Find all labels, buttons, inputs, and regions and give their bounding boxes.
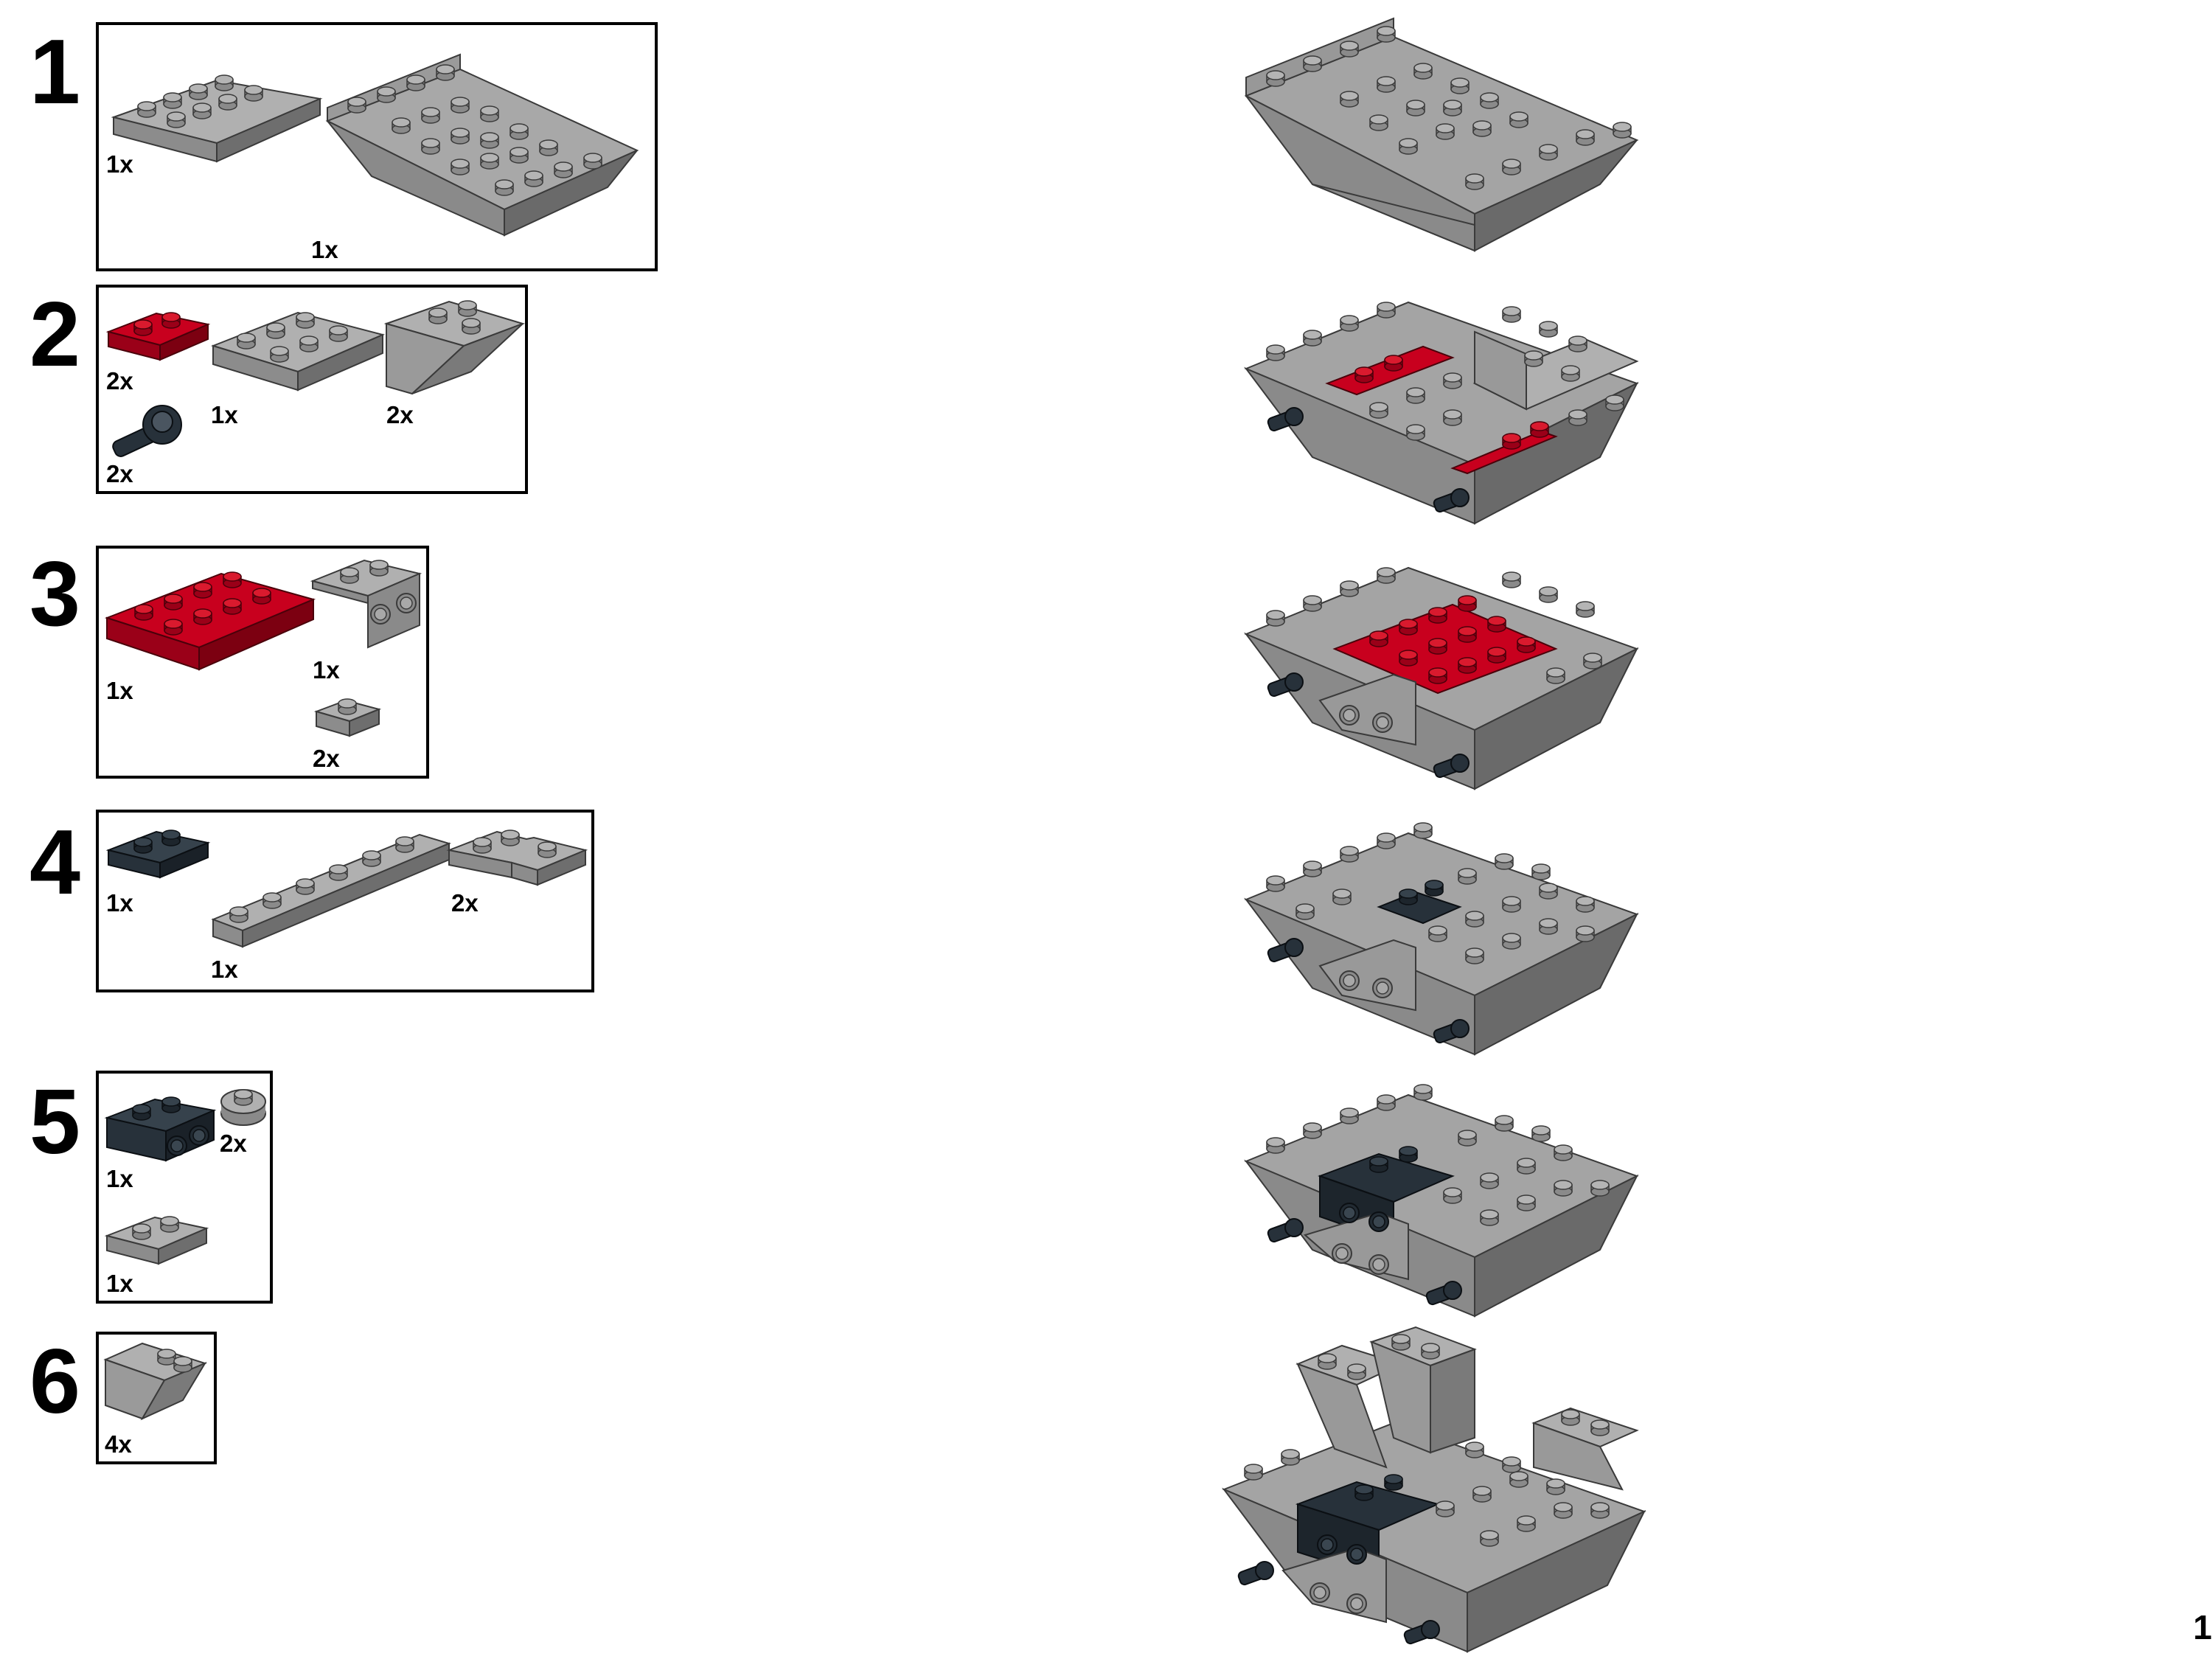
assembled-model-step-3 (1243, 566, 1639, 790)
step-number: 1 (29, 21, 80, 123)
bracket-1x2-black-icon (104, 1096, 217, 1162)
assembled-model-step-4 (1243, 822, 1639, 1056)
quantity-label: 1x (313, 656, 340, 684)
quantity-label: 2x (220, 1130, 247, 1157)
assembled-model-step-2 (1243, 301, 1639, 525)
plate-1x2-red-icon (105, 312, 211, 361)
quantity-label: 2x (106, 367, 133, 394)
assembled-model-step-1 (1244, 17, 1639, 252)
parts-list-step-3: 1x 1x 2x (96, 546, 429, 779)
parts-list-step-5: 1x 2x 1x (96, 1071, 273, 1304)
step-number: 4 (29, 812, 80, 914)
assembled-model-step-6 (1221, 1326, 1646, 1653)
quantity-label: 2x (451, 889, 479, 917)
assembled-model-step-5 (1243, 1084, 1639, 1318)
inverted-slope-6x6-gray-icon (325, 53, 639, 237)
quantity-label: 2x (313, 745, 340, 772)
parts-list-step-6: 4x (96, 1332, 217, 1464)
parts-list-step-4: 1x 1x 2x (96, 810, 594, 992)
quantity-label: 1x (106, 677, 133, 704)
quantity-label: 1x (106, 150, 133, 178)
plate-2x4-red-icon (104, 571, 316, 671)
plate-1x6-gray-icon (211, 833, 451, 948)
quantity-label: 1x (311, 236, 338, 263)
parts-list-step-2: 2x 1x 2x 2x (96, 285, 528, 494)
quantity-label: 1x (106, 889, 133, 917)
quantity-label: 1x (106, 1165, 133, 1192)
inverted-slope-2x3-gray-icon (383, 300, 526, 395)
plate-2x4-gray-icon (111, 74, 323, 163)
step-number: 5 (29, 1071, 80, 1173)
round-plate-1x1-gray-icon (220, 1089, 266, 1126)
quantity-label: 2x (106, 460, 133, 487)
quantity-label: 4x (105, 1430, 132, 1458)
step-number: 3 (29, 543, 80, 645)
plate-1x1-gray-icon (313, 698, 382, 737)
quantity-label: 2x (386, 401, 414, 428)
bracket-1x2-gray-icon (310, 559, 422, 649)
plate-corner-gray-icon (446, 830, 588, 886)
inverted-slope-2x1-gray-icon (103, 1342, 207, 1421)
clip-bar-black-icon (112, 405, 182, 457)
parts-list-step-1: 1x 1x (96, 22, 658, 271)
step-number: 6 (29, 1331, 80, 1433)
page-number: 1 (2193, 1608, 2212, 1646)
quantity-label: 1x (106, 1270, 133, 1297)
step-number: 2 (29, 284, 80, 386)
plate-1x2-gray-icon (104, 1216, 209, 1265)
plate-2x3-gray-icon (210, 311, 386, 392)
quantity-label: 1x (211, 956, 238, 983)
plate-1x2-black-icon (105, 830, 211, 879)
quantity-label: 1x (211, 401, 238, 428)
